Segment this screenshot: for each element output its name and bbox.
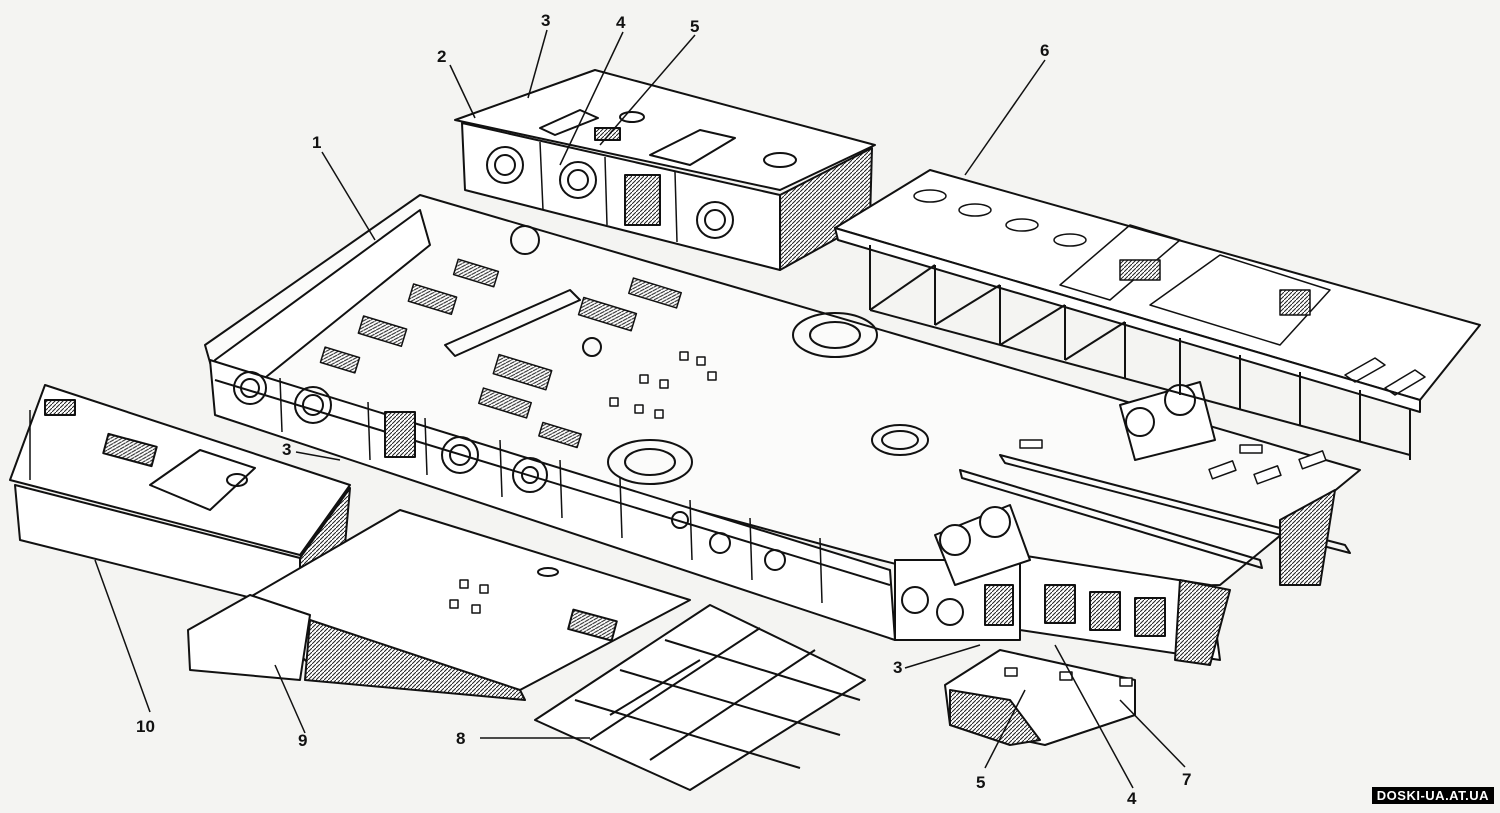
callout-5-top: 5 [690,17,699,36]
callout-2: 2 [437,47,446,66]
callout-4-top: 4 [616,13,626,32]
callout-8: 8 [456,729,465,748]
callout-4-bottom: 4 [1127,789,1137,808]
callout-5-bottom: 5 [976,773,985,792]
callout-6: 6 [1040,41,1049,60]
callout-10: 10 [136,717,155,736]
callout-9: 9 [298,731,307,750]
front-plate-7 [945,650,1135,745]
callout-3-left: 3 [282,440,291,459]
callout-3-front: 3 [893,658,902,677]
watermark-label: DOSKI-UA.AT.UA [1372,787,1494,804]
callout-3-top: 3 [541,11,550,30]
callout-1: 1 [312,133,321,152]
callout-7: 7 [1182,770,1191,789]
